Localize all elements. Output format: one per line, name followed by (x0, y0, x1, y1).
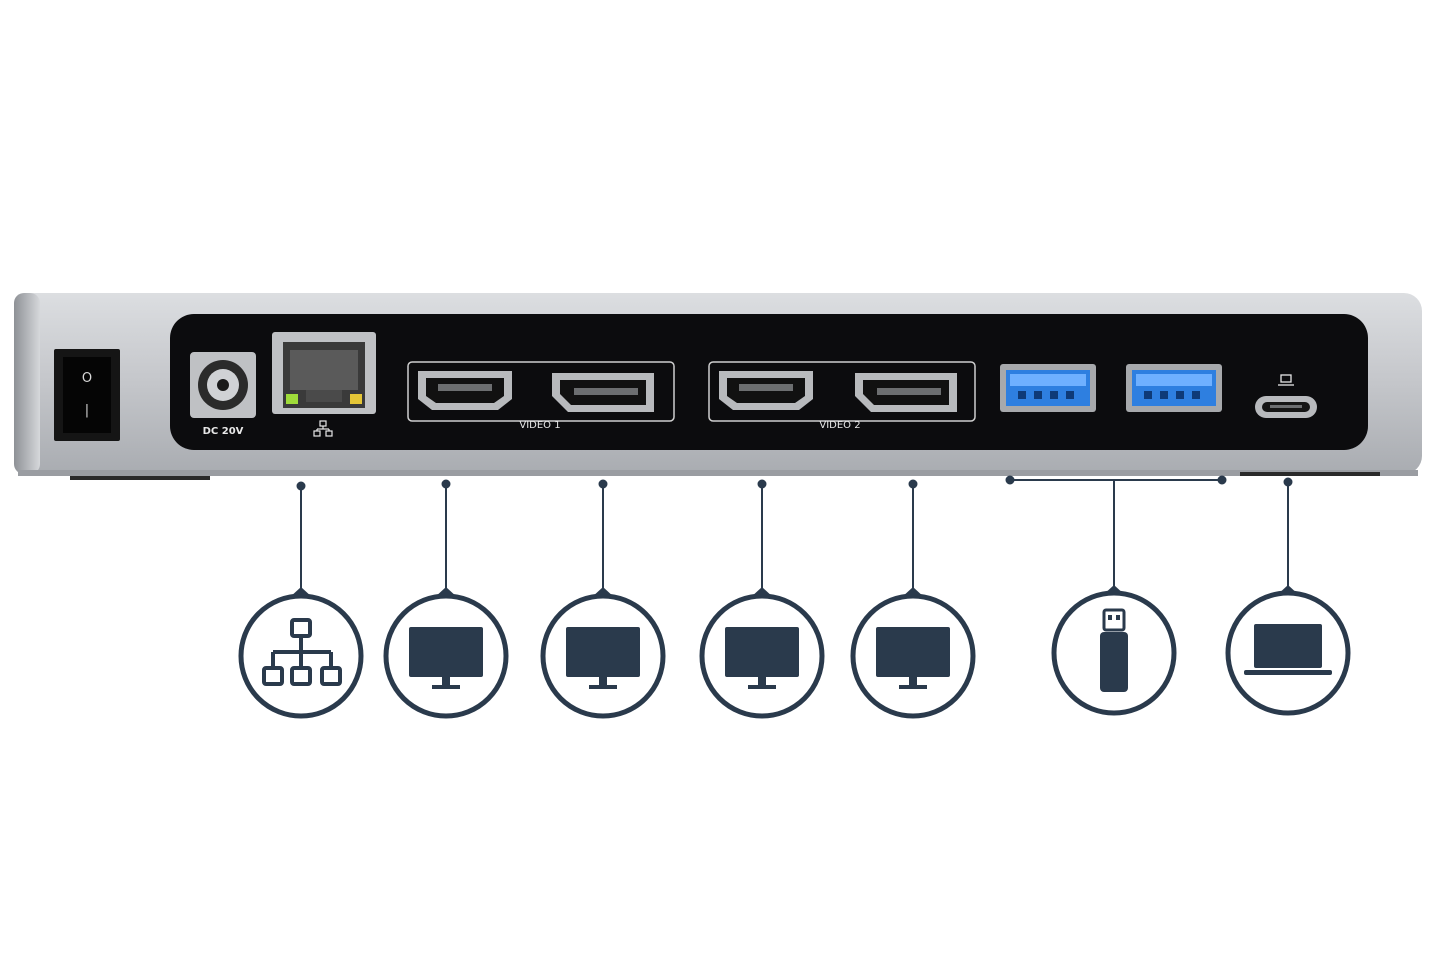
hdmi-port-1[interactable] (418, 371, 512, 410)
activity-led (350, 394, 362, 404)
usb-a-port-1[interactable] (1000, 364, 1096, 412)
laptop-symbol-icon (1278, 374, 1294, 386)
hdmi-port-2[interactable] (719, 371, 813, 410)
dc-label: DC 20V (203, 426, 244, 437)
video1-label: VIDEO 1 (519, 420, 560, 431)
monitor-icon (699, 587, 825, 719)
ethernet-port[interactable] (272, 332, 376, 414)
usb-a-port-2[interactable] (1126, 364, 1222, 412)
video2-label: VIDEO 2 (819, 420, 860, 431)
monitor-icon (383, 587, 509, 719)
switch-on-mark: O (82, 371, 92, 386)
connector-lines (296, 475, 1293, 590)
displayport-2[interactable] (855, 373, 957, 412)
link-led (286, 394, 298, 404)
laptop-icon (1225, 585, 1351, 716)
switch-off-mark: | (85, 403, 89, 418)
monitor-icon (540, 587, 666, 719)
video1-group-outline (407, 361, 675, 422)
power-switch[interactable]: O | (54, 349, 120, 441)
dc-power-port[interactable] (190, 352, 256, 418)
video2-group-outline (708, 361, 976, 422)
displayport-1[interactable] (552, 373, 654, 412)
usb-c-port[interactable] (1255, 396, 1317, 418)
network-symbol-icon (313, 420, 333, 437)
network-icon (238, 587, 364, 719)
usb-drive-icon (1051, 585, 1177, 716)
monitor-icon (850, 587, 976, 719)
